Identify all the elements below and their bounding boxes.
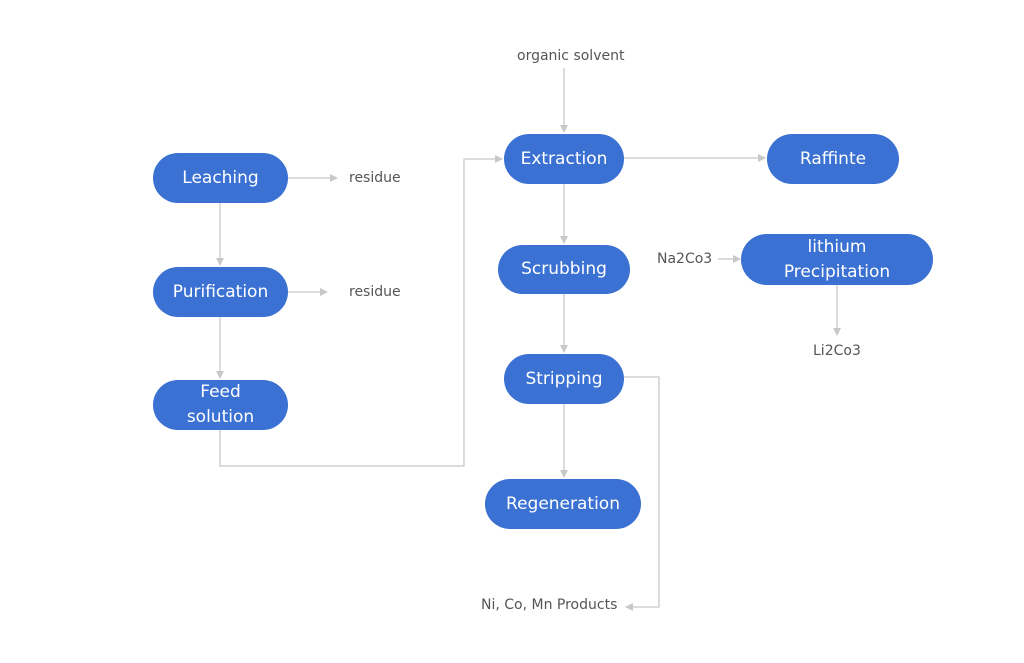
label-residue-leaching: residue [349,170,401,186]
node-stripping-label: Stripping [525,368,603,389]
node-feed-label-line2: solution [186,407,255,427]
node-extraction: Extraction [504,134,624,184]
node-regeneration: Regeneration [485,479,641,529]
node-raffinte: Raffinte [767,134,899,184]
node-scrubbing-label: Scrubbing [521,259,607,279]
node-leaching-label: Leaching [182,167,259,188]
node-feed-solution: Feed solution [153,380,288,430]
node-lithium-precipitation: lithium Precipitation [741,234,933,285]
node-feed-label-line1: Feed [200,382,241,402]
node-raffinte-label: Raffinte [799,148,867,169]
node-purification: Purification [153,267,288,317]
arrow-feed-to-extraction [219,155,503,467]
node-stripping: Stripping [504,354,624,404]
label-residue-purification: residue [349,284,401,300]
node-lithium-label-line1: lithium [807,236,867,257]
label-na2co3: Na2Co3 [657,251,713,267]
node-extraction-label: Extraction [520,148,608,169]
label-products: Ni, Co, Mn Products [481,597,618,613]
node-purification-label: Purification [172,281,269,302]
node-leaching: Leaching [153,153,288,203]
label-li2co3: Li2Co3 [813,343,861,359]
node-scrubbing: Scrubbing [498,245,630,294]
node-regeneration-label: Regeneration [506,493,620,514]
label-organic-solvent: organic solvent [517,48,625,64]
node-lithium-label-line2: Precipitation [783,261,891,282]
arrow-stripping-to-products [624,376,660,611]
